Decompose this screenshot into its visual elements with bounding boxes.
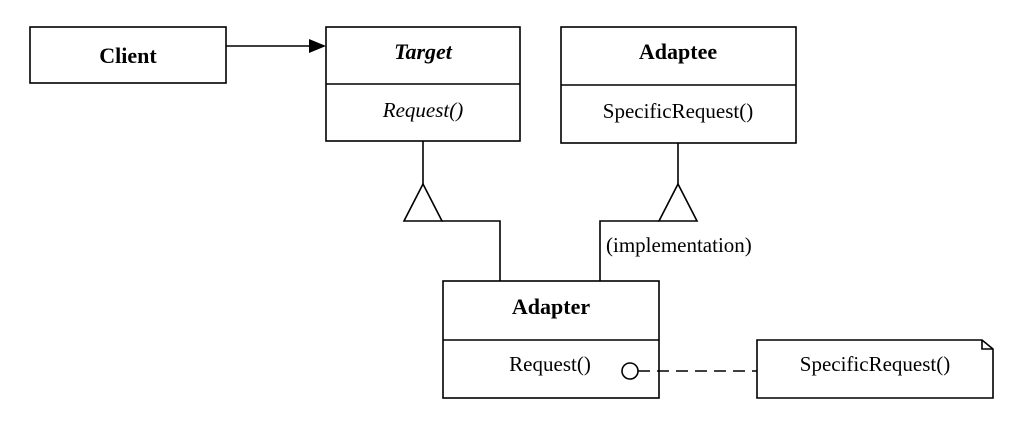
adapter-request-operation: Request()	[509, 352, 591, 376]
note-box	[756, 339, 994, 399]
target-request-operation: Request()	[382, 98, 463, 122]
note-folded-corner-icon	[981, 340, 993, 350]
adapter-adaptee-generalization: (implementation)	[599, 143, 752, 281]
client-class-name: Client	[99, 43, 157, 68]
adaptee-class-name: Adaptee	[639, 39, 717, 64]
adaptee-class: Adaptee SpecificRequest()	[560, 26, 797, 144]
adaptee-specific-request-operation: SpecificRequest()	[603, 99, 753, 123]
inheritance-triangle-icon	[402, 182, 444, 222]
adapter-class: Adapter Request()	[442, 280, 660, 399]
implementation-note: SpecificRequest()	[756, 339, 994, 399]
target-class-name: Target	[394, 39, 453, 64]
generalization-line-lower	[442, 220, 501, 281]
implementation-line-lower	[599, 220, 659, 281]
adapter-class-name: Adapter	[512, 294, 590, 319]
adapter-target-generalization	[402, 141, 501, 281]
client-target-association	[226, 39, 326, 53]
target-class: Target Request()	[325, 26, 521, 142]
client-class: Client	[29, 26, 227, 84]
implementation-label: (implementation)	[606, 233, 752, 257]
client-class-box	[29, 26, 227, 84]
inheritance-triangle-icon	[657, 182, 699, 222]
arrowhead-icon	[309, 39, 326, 53]
note-text: SpecificRequest()	[800, 352, 950, 376]
note-anchor-circle-icon	[621, 362, 639, 380]
